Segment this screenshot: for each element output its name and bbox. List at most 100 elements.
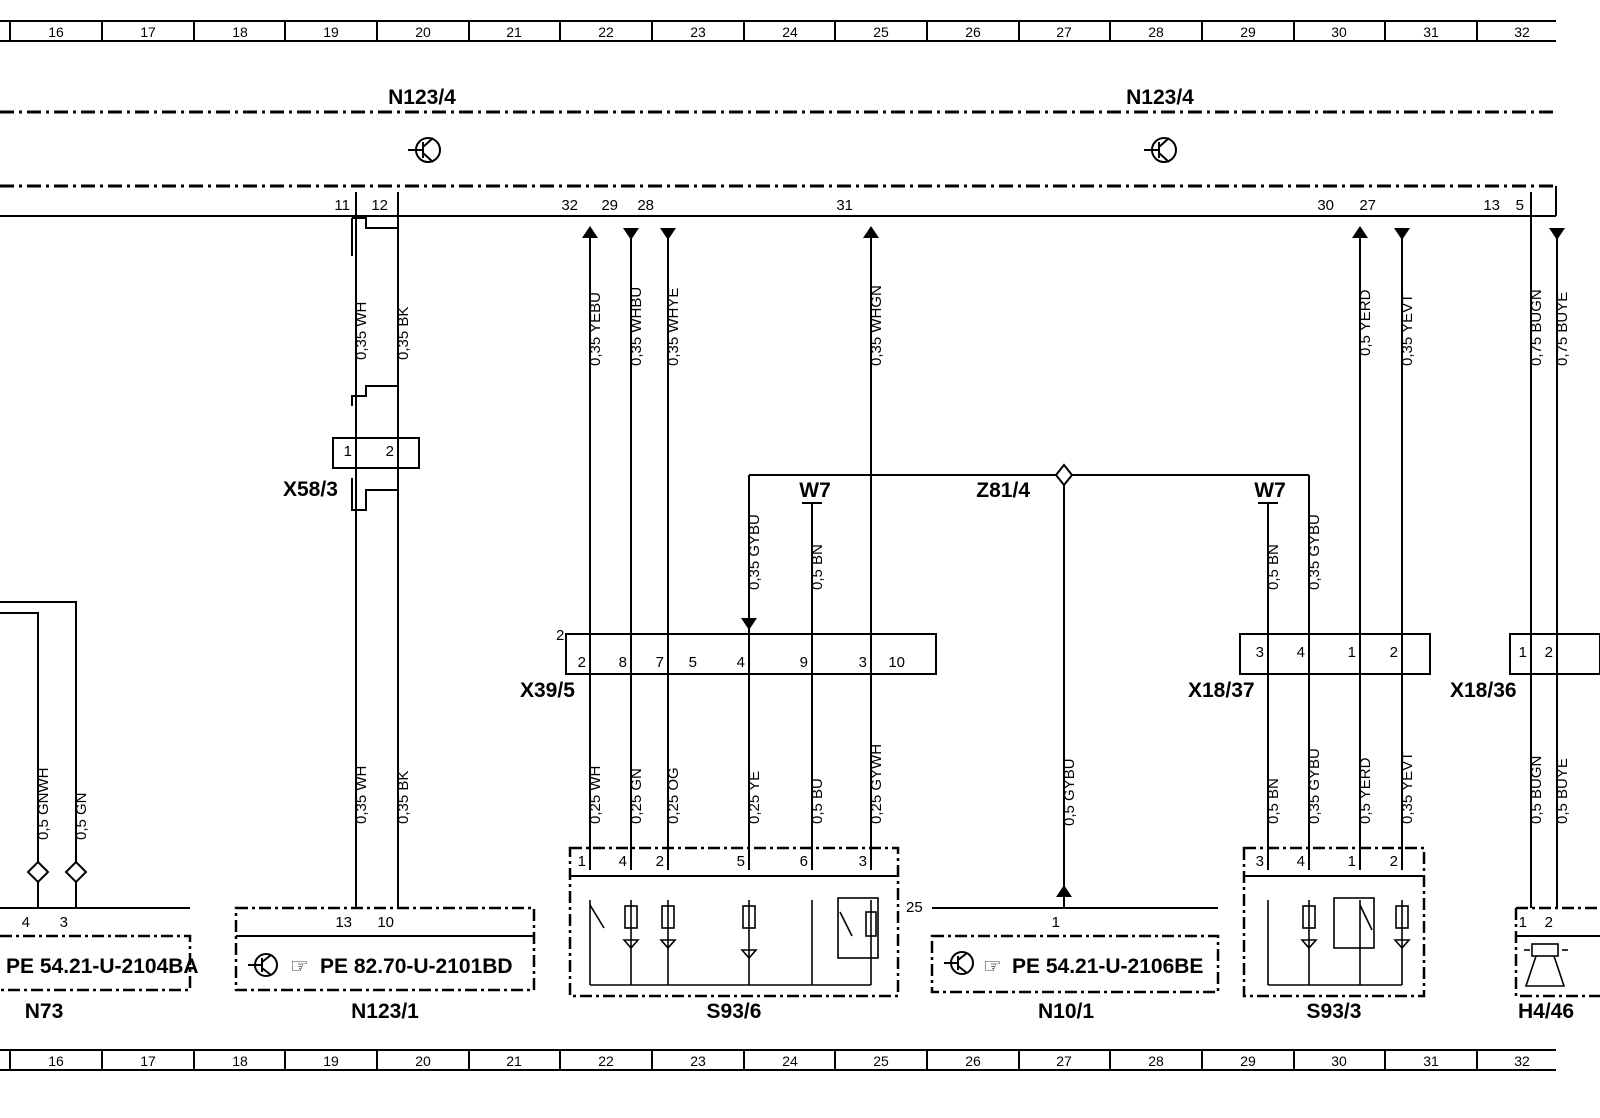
grid-col-label: 16	[48, 24, 64, 40]
grid-col-label: 18	[232, 24, 248, 40]
pin-label: 1	[1519, 644, 1527, 661]
pin-label: 4	[619, 853, 627, 870]
wire-label: 0,25 GN	[628, 768, 645, 824]
grid-col-label: 17	[140, 1053, 156, 1069]
grid-col-label: 29	[1240, 24, 1256, 40]
pin-label: 3	[859, 853, 867, 870]
n10-1-reference: PE 54.21-U-2106BE	[1012, 955, 1203, 978]
led-icon	[1300, 939, 1318, 950]
wire-label: 0,35 WHGN	[868, 285, 885, 366]
grid-col-label: 28	[1148, 1053, 1164, 1069]
wire-label: 0,5 BN	[1265, 778, 1282, 824]
switch-icon	[589, 904, 605, 929]
s93-3-switch-group: 3 4 1 2 S93/3	[1242, 846, 1426, 1023]
s93-6-label: S93/6	[707, 1000, 762, 1023]
grid-col-label: 28	[1148, 24, 1164, 40]
grid-col-label: 30	[1331, 24, 1347, 40]
led-icon	[622, 939, 640, 950]
wire-label: 0,35 WH	[353, 766, 370, 824]
pin-label: 32	[561, 197, 578, 214]
led-icon	[740, 949, 758, 960]
transistor-icon	[944, 951, 974, 975]
n73-module: 4 3 PE 54.21-U-2104BA N73	[0, 907, 199, 1023]
z81-4-label: Z81/4	[976, 479, 1030, 502]
wire-label: 0,25 GYWH	[868, 744, 885, 824]
wire-label: 0,5 YERD	[1357, 289, 1374, 356]
pin-label: 10	[888, 654, 905, 671]
grid-col-label: 31	[1423, 1053, 1439, 1069]
pin-label: 31	[836, 197, 853, 214]
wire-label: 0,5 BUGN	[1528, 756, 1545, 824]
grid-col-label: 23	[690, 1053, 706, 1069]
pin-label: 3	[859, 654, 867, 671]
x18-37-connector: 3 4 1 2 X18/37	[1188, 633, 1431, 702]
wire-label: 0,5 BUYE	[1554, 758, 1571, 824]
pin-label: 5	[737, 853, 745, 870]
grid-col-label: 26	[965, 24, 981, 40]
wire-label: 0,5 YERD	[1357, 757, 1374, 824]
pin-label: 2	[1545, 644, 1553, 661]
grid-col-label: 32	[1514, 24, 1530, 40]
wire-label: 0,35 WH	[353, 302, 370, 360]
grid-col-label: 27	[1056, 24, 1072, 40]
pin-label: 13	[335, 914, 352, 931]
grid-col-label: 20	[415, 24, 431, 40]
pin-label: 27	[1359, 197, 1376, 214]
pin-label: 1	[1519, 914, 1527, 931]
wire-label: 0,35 YEVT	[1399, 294, 1416, 366]
n10-1-side-pin: 25	[906, 899, 923, 916]
switch-icon	[839, 911, 853, 937]
pointing-hand-icon: ☞	[983, 955, 1002, 978]
grid-col-label: 20	[415, 1053, 431, 1069]
pin-label: 2	[578, 654, 586, 671]
s93-3-label: S93/3	[1307, 1000, 1362, 1023]
pin-label: 6	[800, 853, 808, 870]
pin-label: 3	[60, 914, 68, 931]
n73-reference: PE 54.21-U-2104BA	[6, 955, 199, 978]
wire-label: 0,5 BN	[809, 544, 826, 590]
grid-col-label: 27	[1056, 1053, 1072, 1069]
switch-icon	[1359, 904, 1373, 931]
resistor-icon	[624, 905, 638, 929]
pin-label: 2	[1390, 644, 1398, 661]
pin-label: 1	[344, 443, 352, 460]
n123-1-reference: PE 82.70-U-2101BD	[320, 955, 513, 978]
pin-label: 13	[1483, 197, 1500, 214]
grid-col-label: 19	[323, 1053, 339, 1069]
grid-col-label: 26	[965, 1053, 981, 1069]
pin-label: 8	[619, 654, 627, 671]
n123-4-label-right: N123/4	[1126, 86, 1194, 109]
pin-label: 1	[1348, 853, 1356, 870]
resistor-icon	[661, 905, 675, 929]
grid-ruler-bottom: 16 17 18 19 20 21 22 23 24 25 26 27 28 2…	[0, 1049, 1556, 1071]
pin-label: 4	[1297, 853, 1305, 870]
pin-label: 7	[656, 654, 664, 671]
pin-label: 5	[1516, 197, 1524, 214]
grid-col-label: 21	[506, 24, 522, 40]
resistor-icon	[1302, 905, 1316, 929]
led-icon	[1393, 939, 1411, 950]
x39-side-pin: 2	[556, 627, 564, 644]
pin-label: 1	[1348, 644, 1356, 661]
wire-label: 0,35 YEBU	[587, 292, 604, 366]
led-icon	[659, 939, 677, 950]
pin-label: 30	[1317, 197, 1334, 214]
pin-label: 9	[800, 654, 808, 671]
pin-label: 29	[601, 197, 618, 214]
transistor-icon	[1144, 137, 1177, 163]
grid-col-label: 16	[48, 1053, 64, 1069]
wire-label: 0,35 GYBU	[746, 514, 763, 590]
w7-label-right: W7	[1254, 479, 1286, 502]
grid-col-label: 18	[232, 1053, 248, 1069]
pin-label: 2	[1545, 914, 1553, 931]
pin-label: 2	[656, 853, 664, 870]
pin-label: 4	[1297, 644, 1305, 661]
n123-1-module: 13 10 ☞ PE 82.70-U-2101BD N123/1	[234, 906, 536, 1023]
wire-label: 0,35 GYBU	[1306, 514, 1323, 590]
grid-col-label: 24	[782, 1053, 798, 1069]
pin-label: 11	[334, 197, 350, 214]
x39-5-label: X39/5	[520, 679, 575, 702]
grid-col-label: 25	[873, 1053, 889, 1069]
h4-46-label: H4/46	[1518, 1000, 1574, 1023]
